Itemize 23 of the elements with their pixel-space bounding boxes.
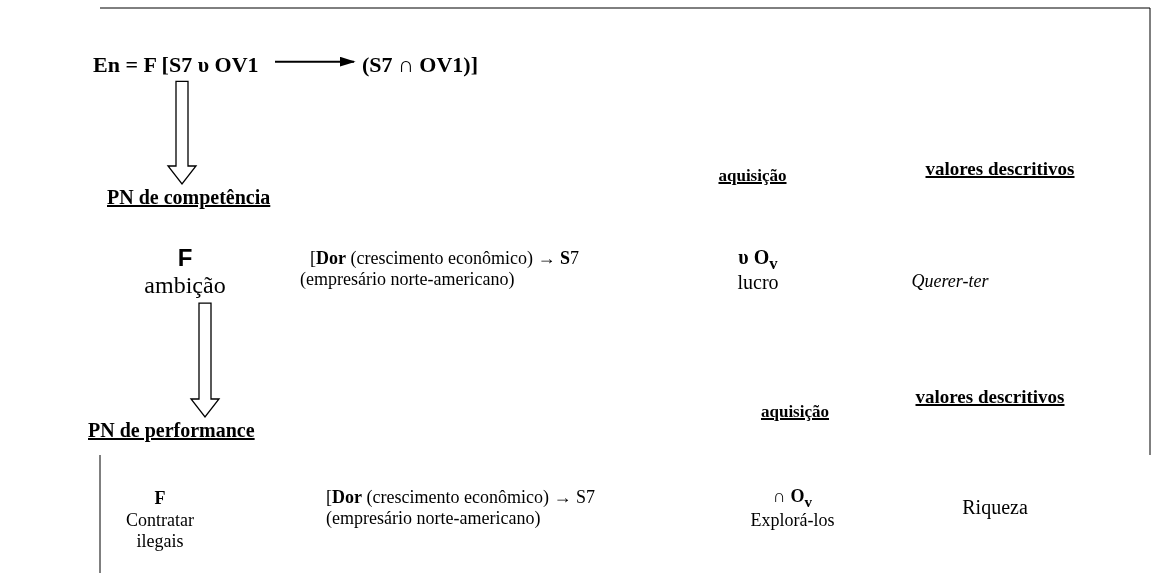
actor-symbol: F bbox=[176, 244, 194, 272]
arrow bbox=[274, 56, 355, 67]
table-text: Explorá-los bbox=[749, 510, 836, 531]
column-heading: valores descritivos bbox=[914, 386, 1066, 408]
section-heading: PN de competência bbox=[107, 186, 272, 209]
column-heading: aquisição bbox=[760, 402, 830, 422]
section-heading: PN de performance bbox=[88, 419, 256, 442]
formula-text: (S7 ∩ OV1)] bbox=[362, 52, 480, 78]
hollow-arrow bbox=[166, 80, 198, 186]
hollow-arrow bbox=[189, 302, 221, 419]
table-text: [Dor (crescimento econômico) → S7 (empresário norte-americano) bbox=[300, 248, 580, 290]
table-text: Riqueza bbox=[961, 496, 1029, 519]
formula-text: En = F [S7 υ OV1 bbox=[93, 52, 260, 78]
table-text: Querer-ter bbox=[910, 271, 990, 292]
value-text: ambição bbox=[143, 271, 227, 300]
table-text: F bbox=[153, 488, 167, 509]
table-text: υ O$_{v}$ bbox=[737, 246, 779, 274]
column-heading: aquisição bbox=[717, 166, 788, 186]
table-text: Contratar ilegais bbox=[125, 510, 195, 552]
table-text: lucro bbox=[736, 271, 780, 294]
column-heading: valores descritivos bbox=[924, 158, 1076, 180]
table-text: ∩ O$_{v}$ bbox=[772, 486, 813, 511]
table-text: [Dor (crescimento econômico) → S7 (empresário norte-americano) bbox=[326, 487, 596, 529]
